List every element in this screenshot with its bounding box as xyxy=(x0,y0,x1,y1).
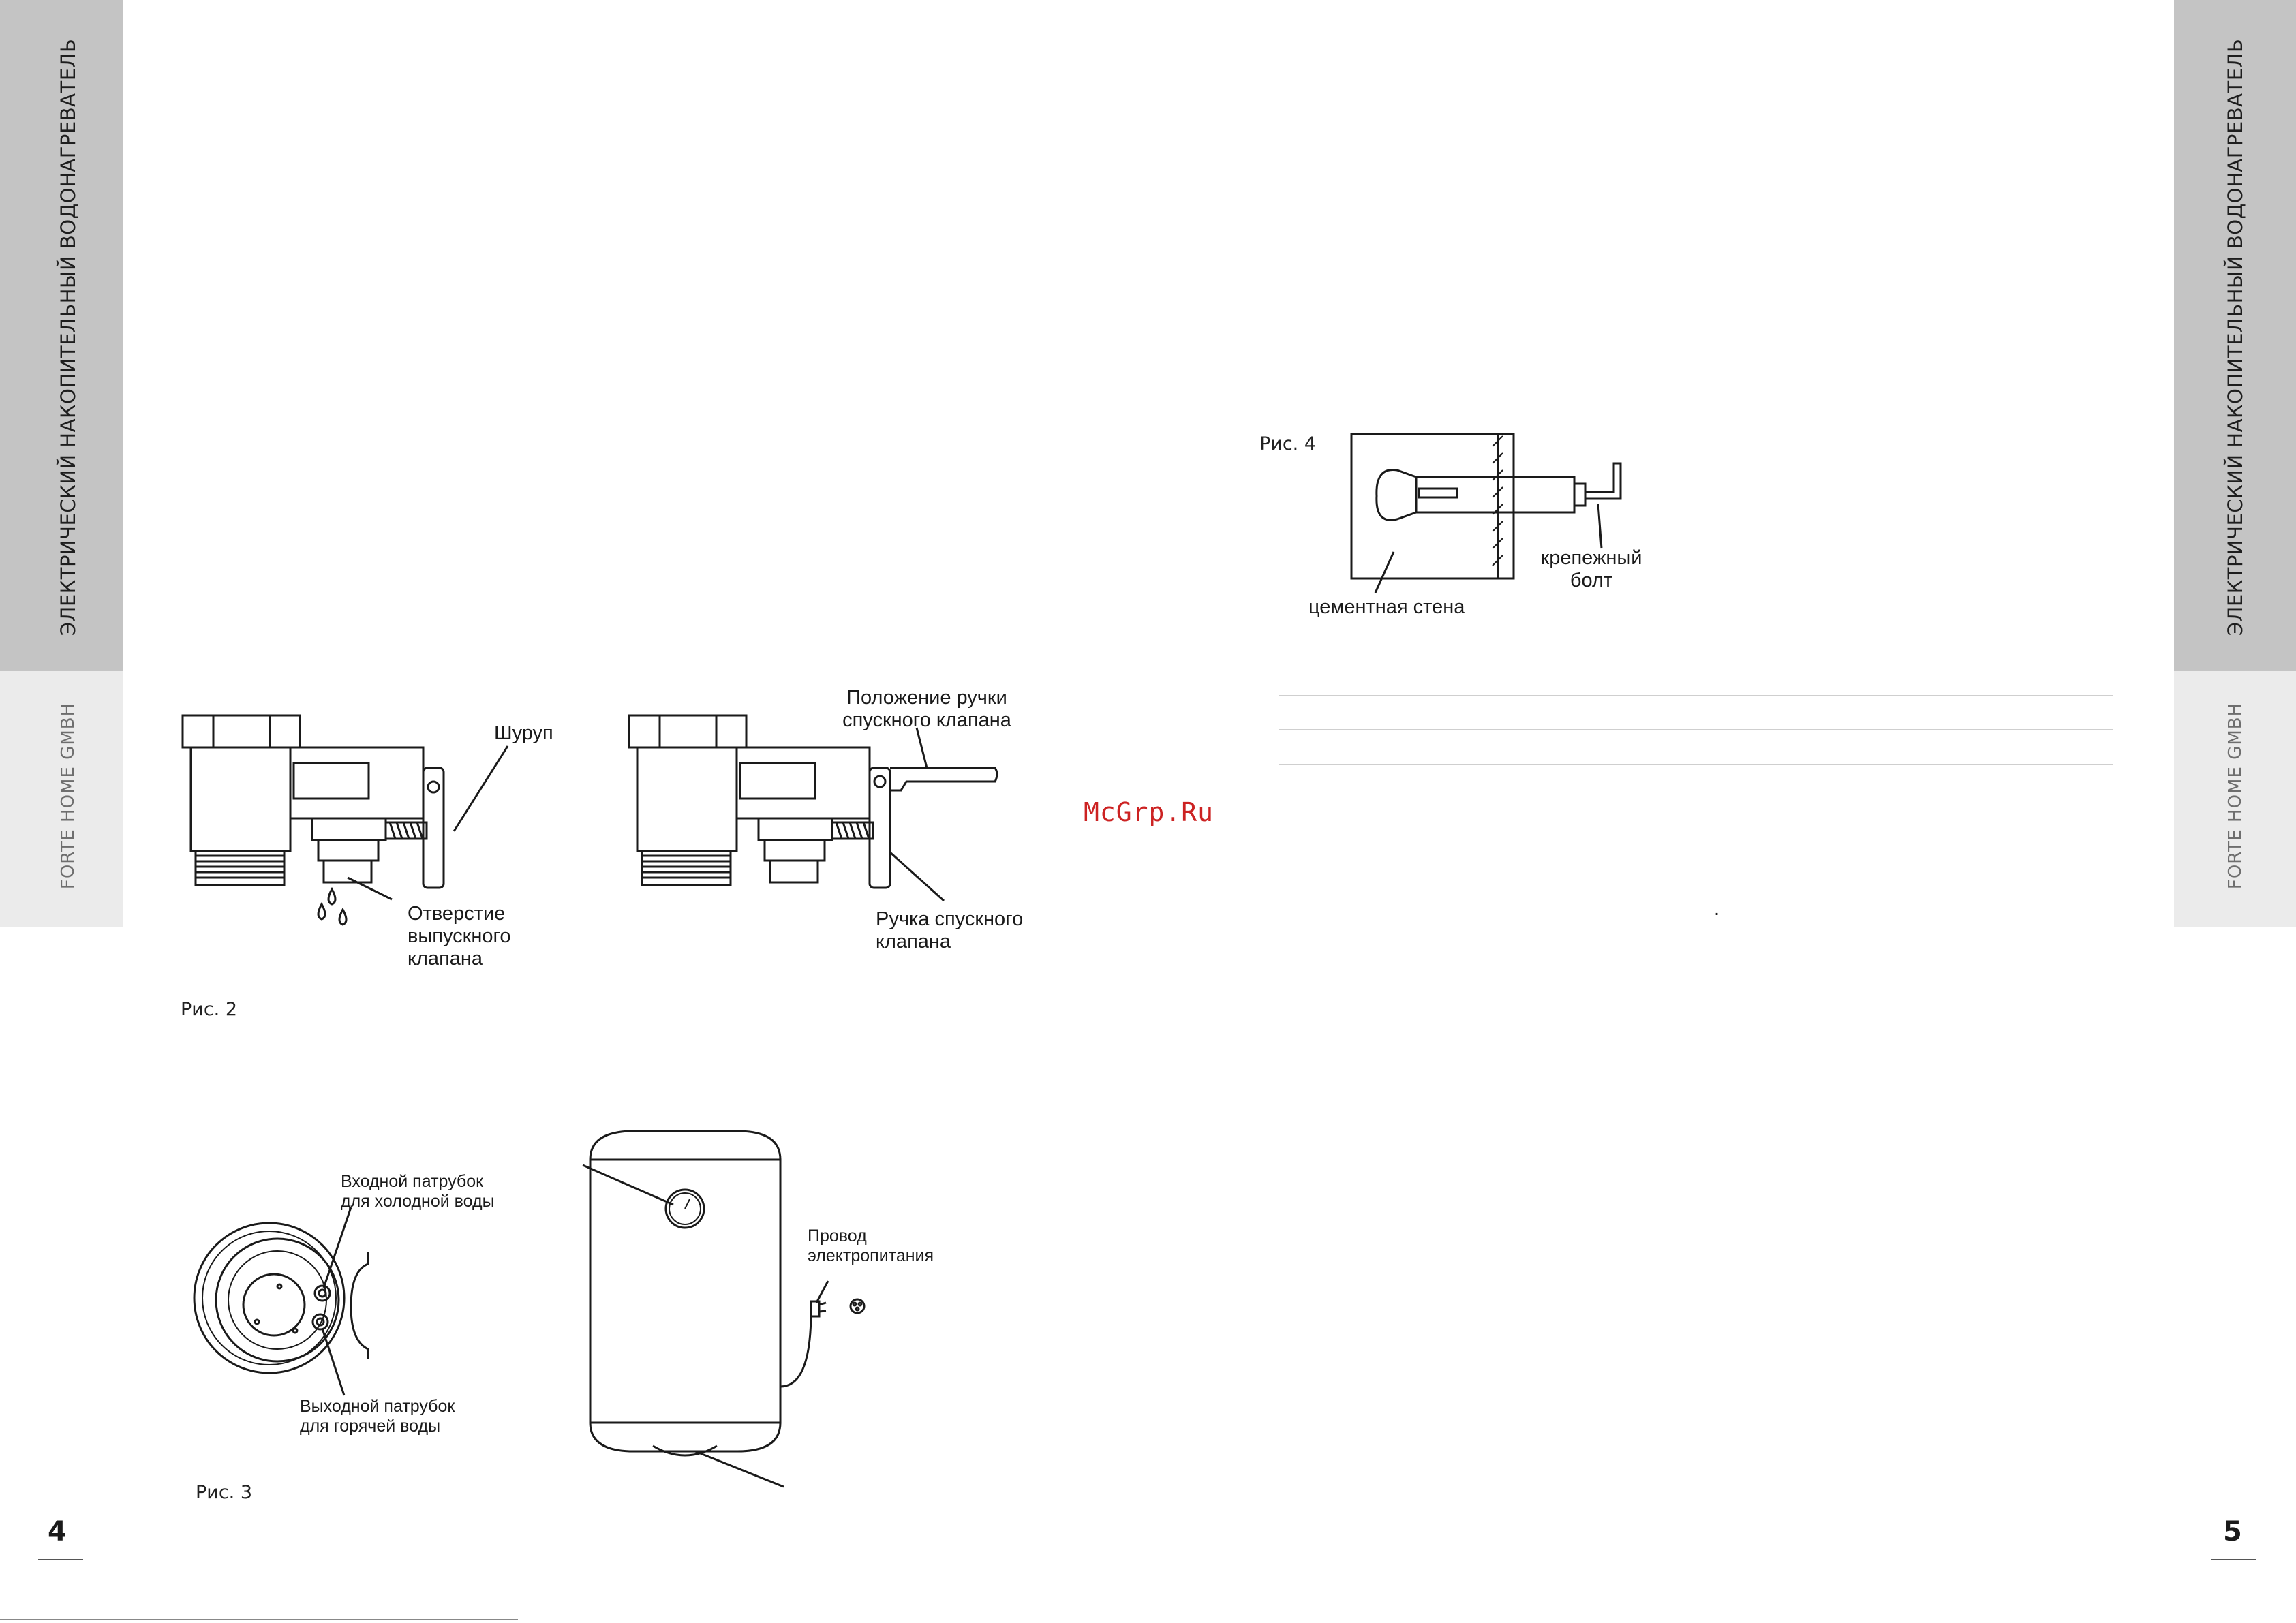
fig2-caption: Рис. 2 xyxy=(181,999,238,1020)
fig3-tank-leaders xyxy=(582,1164,829,1488)
fig4-wall-anchor xyxy=(1350,433,1622,580)
fig2-leaders-left xyxy=(347,745,509,901)
rule-1 xyxy=(1279,695,2113,696)
rule-3 xyxy=(1279,764,2113,765)
stray-dot: . xyxy=(1714,898,1720,920)
fig4-caption: Рис. 4 xyxy=(1259,433,1317,454)
fig4-leaders xyxy=(1374,504,1603,593)
fig4-wall-label: цементная стена xyxy=(1308,596,1465,618)
fig2-leaders-right xyxy=(888,727,945,902)
fig3-tank xyxy=(589,1130,866,1457)
watermark: McGrp.Ru xyxy=(1084,797,1214,827)
page-number-right: 5 xyxy=(2223,1516,2242,1547)
page-number-left: 4 xyxy=(48,1516,67,1547)
fig3-flange xyxy=(193,1222,369,1374)
right-sidebar-title-band xyxy=(2174,0,2296,671)
bottom-edge-line xyxy=(0,1619,518,1620)
left-sidebar-title-band xyxy=(0,0,123,671)
fig2-valve-right xyxy=(628,714,998,889)
page-number-left-underline xyxy=(38,1559,83,1560)
page-number-right-underline xyxy=(2211,1559,2256,1560)
fig2-screw-label: Шуруп xyxy=(494,722,553,744)
left-sidebar-brand-band xyxy=(0,671,123,927)
right-sidebar-brand-band xyxy=(2174,671,2296,927)
fig3-flange-leaders xyxy=(321,1207,352,1396)
fig2-valve-left xyxy=(181,714,445,926)
rule-2 xyxy=(1279,729,2113,730)
fig3-caption: Рис. 3 xyxy=(196,1482,253,1503)
